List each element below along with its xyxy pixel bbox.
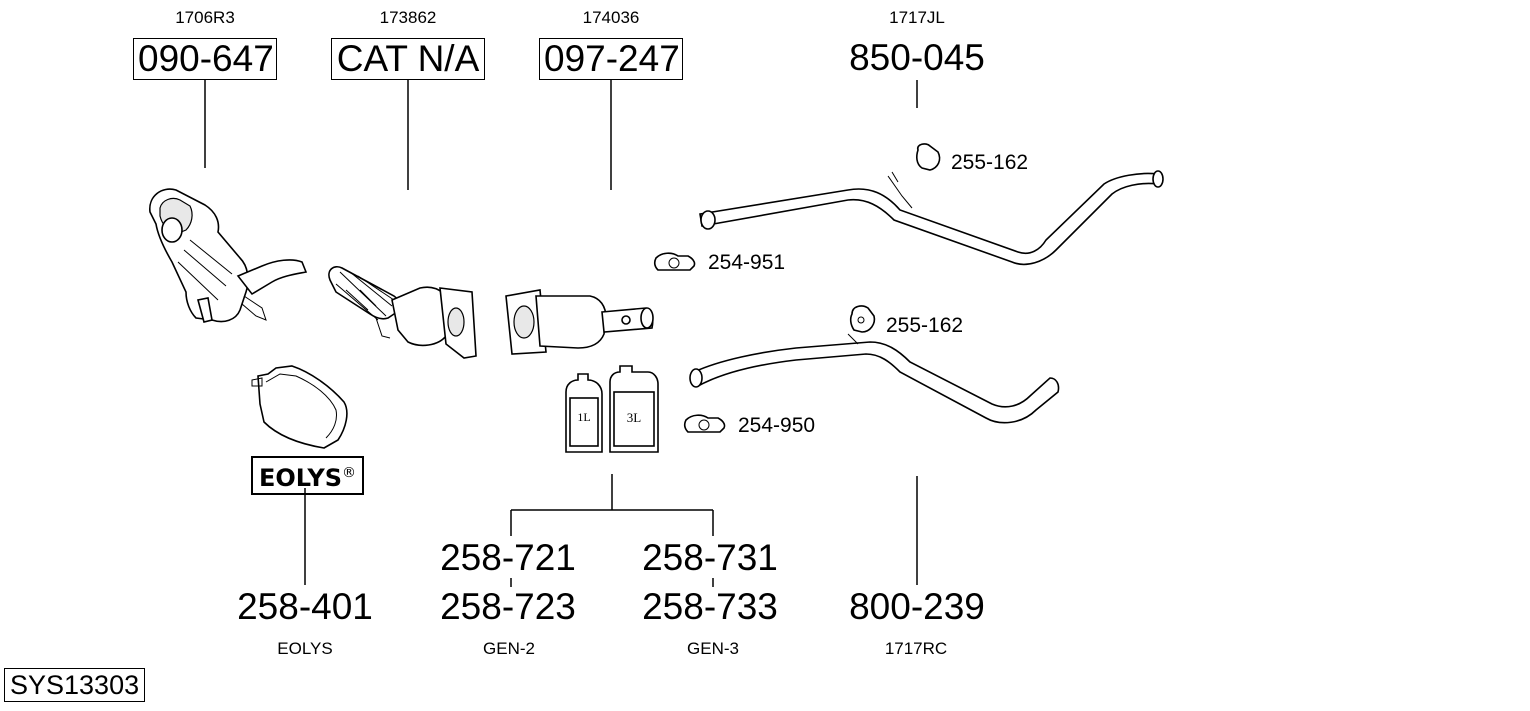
rear-pipe-lower-drawing (689, 333, 1060, 424)
column-3-code: 174036 (582, 8, 640, 27)
column-2-code: 173862 (379, 8, 437, 27)
part-number-258-733[interactable]: 258-733 (642, 586, 778, 627)
code-eolys: EOLYS (277, 639, 333, 658)
container-large-label: 3L (626, 410, 642, 425)
part-number-258-731[interactable]: 258-731 (642, 537, 778, 578)
part-number-cat-na[interactable]: CAT N/A (331, 38, 485, 80)
part-number-090-647[interactable]: 090-647 (133, 38, 277, 80)
additive-containers-drawing (565, 365, 659, 453)
particulate-filter-drawing (505, 289, 654, 355)
eolys-logo: EOLYS® (251, 456, 365, 495)
ref-mount-upper[interactable]: 255-162 (951, 151, 1029, 174)
system-id-label: SYS13303 (4, 668, 146, 702)
code-gen-2: GEN-2 (483, 639, 535, 658)
code-1717rc: 1717RC (884, 639, 948, 658)
part-number-097-247[interactable]: 097-247 (539, 38, 683, 80)
part-number-258-723[interactable]: 258-723 (440, 586, 576, 627)
part-number-800-239[interactable]: 800-239 (849, 586, 985, 627)
eolys-logo-mark: ® (342, 465, 357, 481)
clamp-lower-drawing (683, 414, 726, 433)
part-number-258-401[interactable]: 258-401 (237, 586, 373, 627)
column-1-code: 1706R3 (175, 8, 235, 27)
eolys-logo-text: EOLYS (259, 464, 343, 492)
manifold-catalyst-drawing (149, 188, 308, 323)
container-small-label: 1L (577, 410, 591, 424)
code-gen-3: GEN-3 (687, 639, 739, 658)
column-4-code: 1717JL (889, 8, 945, 27)
part-number-850-045[interactable]: 850-045 (849, 37, 985, 78)
part-number-258-721[interactable]: 258-721 (440, 537, 576, 578)
mount-lower-drawing (849, 305, 876, 333)
intermediate-pipe-upper-drawing (699, 143, 1164, 266)
flex-pipe-catalyst-drawing (328, 265, 477, 359)
ref-mount-lower[interactable]: 255-162 (886, 314, 964, 337)
ref-clamp-upper[interactable]: 254-951 (708, 251, 786, 274)
ref-clamp-lower[interactable]: 254-950 (738, 414, 816, 437)
eolys-pouch-drawing (251, 365, 348, 449)
clamp-upper-drawing (653, 252, 696, 271)
